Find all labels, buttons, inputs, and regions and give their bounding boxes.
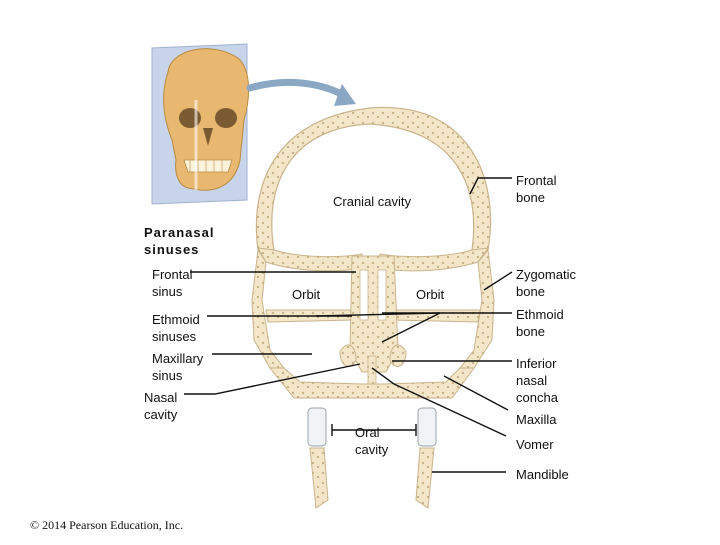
skull-coronal-section	[251, 106, 495, 509]
label-maxillary-sinus: Maxillary sinus	[152, 351, 204, 383]
label-orbit-right: Orbit	[416, 287, 445, 302]
leader-zygomatic-bone	[483, 271, 513, 291]
label-inferior-nasal-concha: Inferior nasal concha	[516, 356, 558, 405]
leader-lines	[184, 177, 513, 473]
label-nasal-cavity: Nasal cavity	[144, 390, 178, 422]
skull-inset-illustration	[151, 43, 250, 205]
label-mandible: Mandible	[516, 467, 569, 482]
copyright-notice: © 2014 Pearson Education, Inc.	[30, 518, 184, 532]
label-paranasal-sinuses: Paranasal sinuses	[144, 225, 215, 257]
label-cranial-cavity: Cranial cavity	[333, 194, 412, 209]
label-ethmoid-bone: Ethmoid bone	[516, 307, 564, 339]
label-oral-cavity: Oral cavity	[355, 425, 389, 457]
label-vomer: Vomer	[516, 437, 554, 452]
leader-vomer-tip	[371, 367, 395, 385]
leader-vomer	[393, 383, 507, 437]
leader-orbit-right	[381, 312, 441, 343]
pointer-arrow	[246, 78, 356, 106]
label-frontal-bone: Frontal bone	[516, 173, 557, 205]
label-zygomatic-bone: Zygomatic bone	[516, 267, 576, 299]
leader-maxilla	[443, 375, 509, 411]
leader-nasal-cavity	[184, 363, 361, 395]
label-maxilla: Maxilla	[516, 412, 557, 427]
leader-frontal-bone	[469, 177, 512, 195]
label-frontal-sinus: Frontal sinus	[152, 267, 193, 299]
label-orbit-left: Orbit	[292, 287, 321, 302]
label-ethmoid-sinuses: Ethmoid sinuses	[152, 312, 200, 344]
